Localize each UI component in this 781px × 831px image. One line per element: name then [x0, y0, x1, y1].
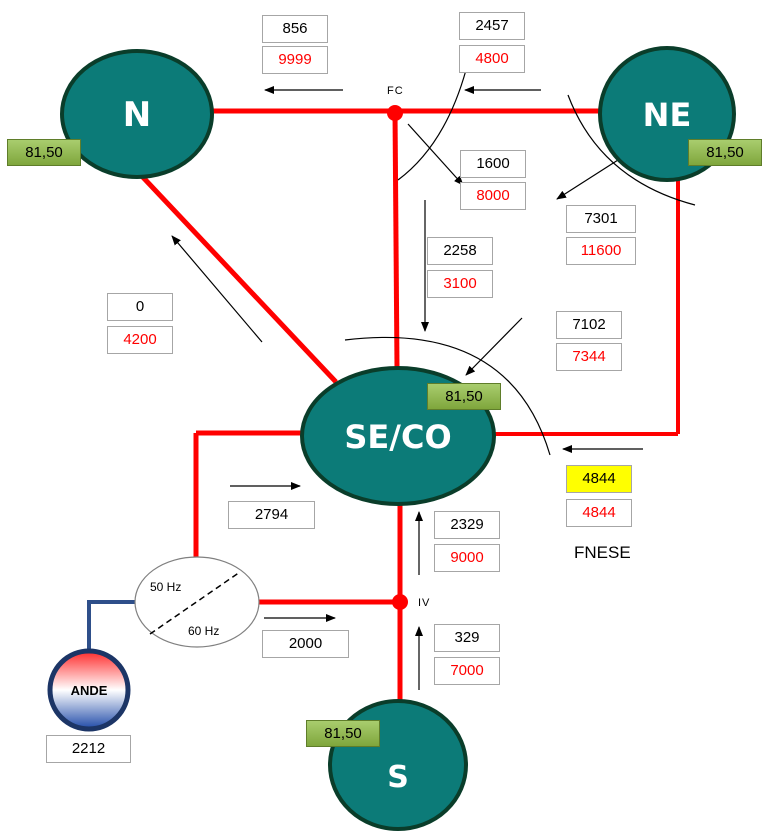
flow-2457-value: 2457: [459, 12, 525, 40]
flow-2457-limit: 4800: [459, 45, 525, 73]
node-fc-label: FC: [387, 85, 404, 97]
arc-seco-cut: [344, 336, 551, 456]
flow-329-limit: 7000: [434, 657, 500, 685]
region-n-label: N: [123, 95, 151, 135]
arrow-0: [171, 235, 263, 343]
region-s-label: S: [387, 760, 409, 795]
transmission-lines: [136, 108, 680, 700]
flow-856-value: 856: [262, 15, 328, 43]
arrow-7301: [556, 159, 619, 200]
line-fc-seco: [392, 110, 400, 369]
badge-seco: 81,50: [427, 383, 501, 410]
arrow-7102: [465, 317, 523, 376]
flow-ande-value: 2212: [46, 735, 131, 763]
badge-ne: 81,50: [688, 139, 762, 166]
flow-0-value: 0: [107, 293, 173, 321]
region-ne-label: NE: [643, 96, 692, 134]
flow-7301-value: 7301: [566, 205, 636, 233]
node-iv-label: IV: [418, 597, 431, 609]
converter-60hz-label: 60 Hz: [188, 624, 219, 638]
flow-fnese-value: 4844: [566, 465, 632, 493]
flow-7102-value: 7102: [556, 311, 622, 339]
flow-2258-limit: 3100: [427, 270, 493, 298]
frequency-converter: 50 Hz 60 Hz: [134, 556, 260, 648]
flow-7102-limit: 7344: [556, 343, 622, 371]
region-n: N: [60, 49, 214, 179]
flow-2329-value: 2329: [434, 511, 500, 539]
flow-1600-limit: 8000: [460, 182, 526, 210]
flow-329-value: 329: [434, 624, 500, 652]
badge-n: 81,50: [7, 139, 81, 166]
ande-label: ANDE: [71, 683, 108, 698]
node-iv-dot: [392, 594, 408, 610]
arc-fc-cut: [397, 69, 467, 181]
badge-s: 81,50: [306, 720, 380, 747]
flow-fnese-limit: 4844: [566, 499, 632, 527]
region-seco-label: SE/CO: [344, 418, 451, 456]
arrow-1600: [407, 123, 464, 186]
arc-ne-cut: [567, 94, 696, 206]
flow-2258-value: 2258: [427, 237, 493, 265]
region-ande: ANDE: [47, 648, 131, 732]
converter-50hz-label: 50 Hz: [150, 580, 181, 594]
flow-2794-value: 2794: [228, 501, 315, 529]
flow-0-limit: 4200: [107, 326, 173, 354]
flow-2329-limit: 9000: [434, 544, 500, 572]
flow-2000-value: 2000: [262, 630, 349, 658]
fnese-label: FNESE: [574, 543, 631, 562]
flow-7301-limit: 11600: [566, 237, 636, 265]
flow-arrows: [171, 86, 643, 690]
flow-1600-value: 1600: [460, 150, 526, 178]
node-fc-dot: [387, 105, 403, 121]
line-n-seco: [136, 170, 338, 384]
flow-856-limit: 9999: [262, 46, 328, 74]
